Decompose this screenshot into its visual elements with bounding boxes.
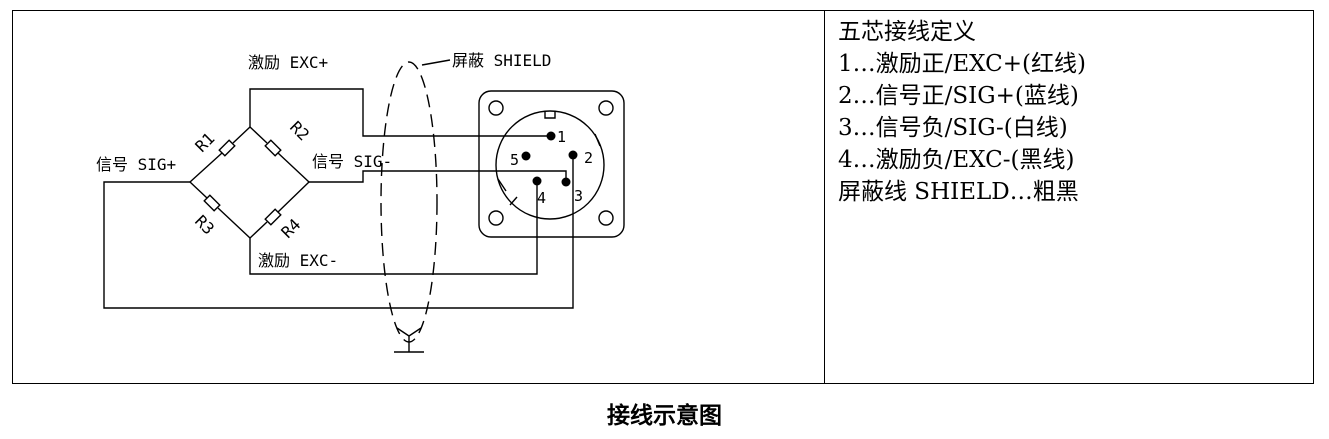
pin-2-dot — [568, 150, 578, 160]
connector-key-bottom — [509, 196, 518, 206]
sig-minus-label: 信号 SIG- — [312, 152, 392, 171]
figure-frame — [12, 10, 1314, 384]
pin-1-dot — [546, 131, 556, 141]
shield-ellipse — [380, 61, 438, 343]
legend-line-3: 3…信号负/SIG-(白线) — [838, 115, 1068, 141]
r1-label: R1 — [191, 129, 218, 156]
r3-label: R3 — [191, 211, 218, 238]
legend-line-2: 2…信号正/SIG+(蓝线) — [838, 83, 1079, 109]
connector-key-right — [594, 133, 601, 147]
pin-4-dot — [532, 176, 542, 186]
figure-caption: 接线示意图 — [607, 403, 722, 429]
exc-plus-label: 激励 EXC+ — [248, 53, 328, 72]
resistor-r4 — [264, 208, 282, 226]
pin-5-label: 5 — [510, 151, 519, 169]
shield-label: 屏蔽 SHIELD — [452, 51, 551, 70]
wire-sig-minus — [309, 170, 567, 183]
pin-5-dot — [521, 151, 531, 161]
bridge-arm-r2 — [249, 126, 310, 183]
resistor-r2 — [264, 139, 282, 157]
legend-line-4: 4…激励负/EXC-(黑线) — [838, 147, 1075, 173]
mount-hole-br — [598, 210, 614, 226]
wiring-diagram: 1 2 3 4 5 激励 EXC+ 激励 EXC- 信号 SIG+ 信号 SIG… — [96, 51, 625, 353]
sig-plus-label: 信号 SIG+ — [96, 155, 176, 174]
wire-exc-minus — [249, 182, 538, 275]
pin-3-dot — [561, 177, 571, 187]
bridge-arm-r1 — [189, 126, 251, 183]
wiring-legend: 五芯接线定义 1…激励正/EXC+(红线) 2…信号正/SIG+(蓝线) 3…信… — [838, 16, 1308, 208]
mount-hole-tr — [598, 100, 614, 116]
wire-sig-plus — [103, 157, 574, 309]
connector-key-top — [544, 111, 556, 119]
panel-divider — [824, 10, 825, 384]
pin-3-label: 3 — [574, 187, 583, 205]
legend-title: 五芯接线定义 — [838, 19, 976, 45]
connector-key-left — [497, 178, 507, 192]
legend-line-5: 屏蔽线 SHIELD…粗黑 — [838, 179, 1079, 205]
bridge-arm-r3 — [189, 181, 251, 239]
mount-hole-tl — [488, 100, 504, 116]
r2-label: R2 — [286, 117, 313, 144]
shield-leader — [421, 59, 451, 66]
r4-label: R4 — [277, 215, 304, 242]
resistor-r3 — [203, 194, 221, 212]
wire-exc-plus — [249, 88, 551, 137]
pin-1-label: 1 — [557, 128, 566, 146]
pin-4-label: 4 — [537, 189, 546, 207]
connector-body — [495, 110, 605, 220]
pin-2-label: 2 — [584, 149, 593, 167]
ground-symbol — [394, 327, 424, 353]
exc-minus-label: 激励 EXC- — [258, 251, 338, 270]
legend-line-1: 1…激励正/EXC+(红线) — [838, 51, 1086, 77]
resistor-r1 — [218, 139, 236, 157]
mount-hole-bl — [488, 210, 504, 226]
connector-flange — [478, 90, 625, 238]
bridge-arm-r4 — [249, 181, 310, 239]
